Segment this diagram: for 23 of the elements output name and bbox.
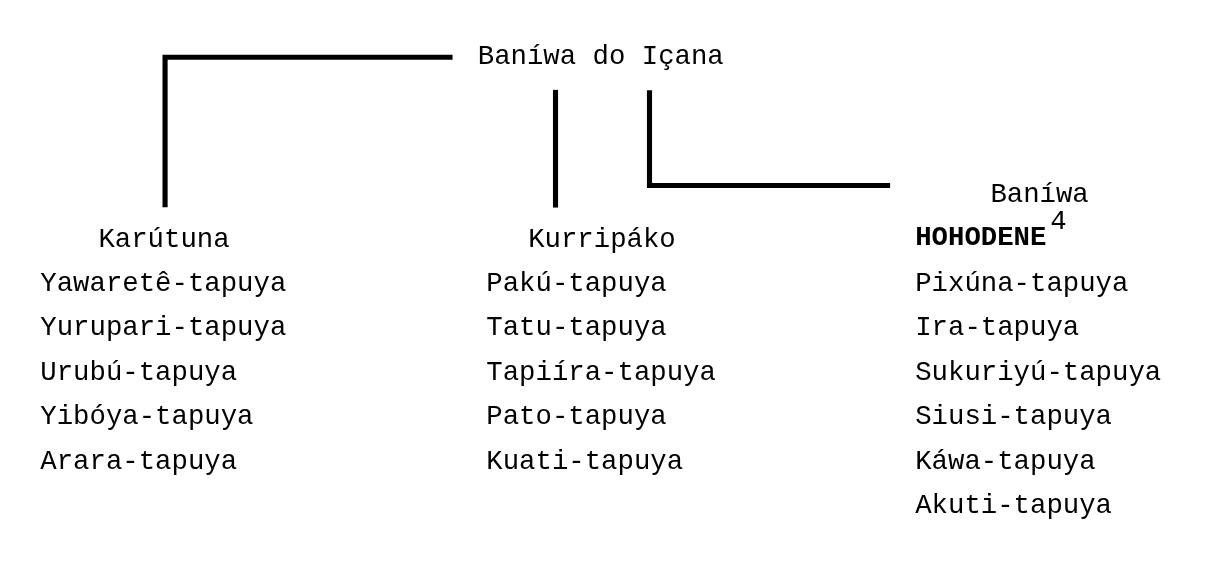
node-label: Urubú-tapuya [40,356,238,388]
node-label: Ira-tapuya [915,312,1080,344]
node-text: Karútuna [98,223,230,255]
node-label: Pato-tapuya [486,401,667,433]
connector [646,90,891,189]
node-label: Akuti-tapuya [915,490,1112,522]
node-label: Kuati-tapuya [486,445,684,477]
node-label: Yurupari-tapuya [40,312,287,344]
connector [552,89,559,208]
node-text: Kurripáko [528,223,676,255]
node-label: Arara-tapuya [40,445,238,477]
node-label: Pixúna-tapuya [915,268,1129,300]
connector [162,54,453,208]
node-label: Sukuriyú-tapuya [915,356,1162,388]
node-label: Yawaretê-tapuya [40,268,287,300]
node-label: Yibóya-tapuya [40,401,254,433]
node-text: Baníwa do Içana [477,40,724,72]
node-label: Tapiíra-tapuya [486,356,716,388]
node-label: Tatu-tapuya [486,312,667,344]
node-label: Pakú-tapuya [486,268,667,300]
node-text: Baníwa [990,179,1089,211]
node-label: Káwa-tapuya [915,445,1096,477]
node-label: Siusi-tapuya [915,401,1112,433]
